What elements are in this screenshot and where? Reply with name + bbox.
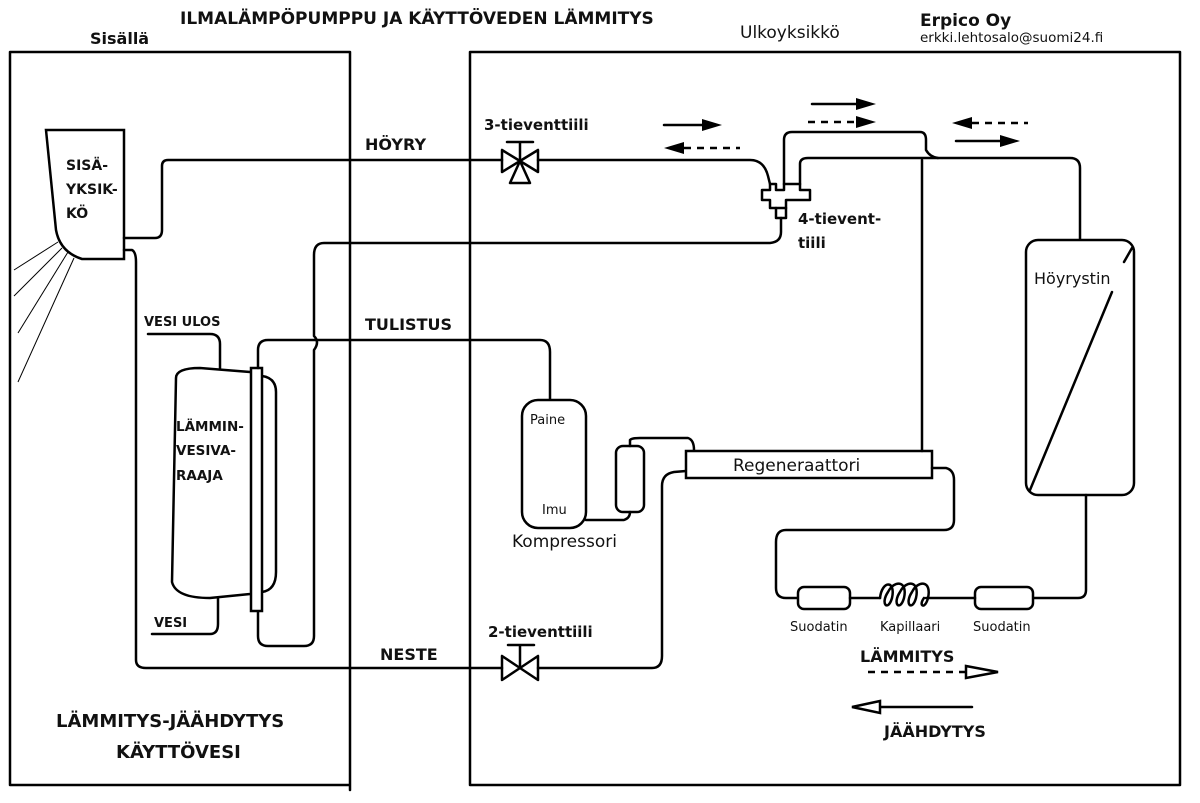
filter-left-label: Suodatin [790, 620, 848, 635]
four-way-to-evaporator-pipe [798, 156, 1082, 242]
outdoor-region-label: Ulkoyksikkö [740, 23, 840, 43]
water-heater-label-1: LÄMMIN- [176, 418, 244, 435]
indoor-region-label: Sisällä [90, 29, 149, 48]
legend-cooling-arrowhead [851, 699, 882, 715]
four-way-valve-label-2: tiili [798, 234, 826, 252]
legend-heating-label: LÄMMITYS [860, 647, 954, 666]
regenerator-to-accumulator-pipe [628, 436, 696, 452]
regenerator-to-filter-pipe [774, 466, 956, 600]
vapor-pipe-to-4way [536, 158, 772, 186]
four-way-valve-label-1: 4-tievent- [798, 210, 881, 228]
superheat-label: TULISTUS [365, 315, 452, 334]
regenerator [684, 449, 934, 480]
two-way-valve [500, 643, 540, 682]
evaporator-label: Höyrystin [1034, 269, 1111, 288]
bottom-label-1: LÄMMITYS-JÄÄHDYTYS [56, 710, 284, 732]
indoor-unit-label-3: KÖ [66, 204, 88, 222]
filter-right-label: Suodatin [973, 620, 1031, 635]
filter-right [973, 585, 1035, 611]
vapor-pipe [122, 158, 504, 240]
water-out-pipe [146, 332, 222, 370]
water-heater-label-3: RAAJA [176, 468, 223, 484]
indoor-unit-label-2: YKSIK- [65, 182, 118, 198]
evaporator-diagonal-tip [1122, 246, 1134, 264]
bottom-label-2: KÄYTTÖVESI [116, 741, 241, 763]
indoor-unit-label-1: SISÄ- [66, 157, 108, 174]
four-way-to-heater-coil-pipe [256, 216, 783, 648]
water-in-label: VESI [154, 616, 187, 631]
author-email: erkki.lehtosalo@suomi24.fi [920, 30, 1103, 46]
three-way-valve-label: 3-tieventtiili [484, 116, 589, 134]
filter-left [796, 585, 852, 611]
diagram-title: ILMALÄMPÖPUMPPU JA KÄYTTÖVEDEN LÄMMITYS [180, 7, 654, 29]
capillary-label: Kapillaari [880, 620, 940, 635]
legend-cooling-label: JÄÄHDYTYS [883, 722, 986, 741]
heater-coil [249, 366, 264, 613]
evaporator-to-filter-pipe [1032, 493, 1088, 600]
airflow-lines [13, 241, 75, 383]
two-way-valve-label: 2-tieventtiili [488, 623, 593, 641]
capillary-coil [878, 582, 930, 607]
water-out-label: VESI ULOS [144, 315, 220, 330]
four-way-upper-pipe [782, 130, 940, 186]
author-company: Erpico Oy [920, 11, 1011, 31]
compressor [520, 398, 588, 530]
water-heater-label-2: VESIVA- [176, 443, 236, 459]
accumulator-to-compressor-pipe [584, 510, 632, 522]
compressor-label: Kompressori [512, 532, 617, 552]
vapor-label: HÖYRY [365, 135, 426, 154]
accumulator [614, 444, 646, 514]
liquid-to-regenerator-pipe [536, 469, 688, 670]
flow-arrows-top [662, 98, 1028, 154]
evaporator-diagonal [1028, 290, 1114, 492]
water-in-pipe [150, 596, 220, 636]
liquid-label: NESTE [380, 645, 438, 664]
indoor-unit [44, 128, 126, 261]
indoor-liquid-pipe [122, 248, 504, 670]
regenerator-label: Regeneraattori [733, 456, 860, 476]
compressor-discharge-label: Paine [530, 413, 565, 428]
three-way-valve [500, 140, 540, 185]
outdoor-frame [468, 50, 1182, 787]
indoor-frame [8, 50, 352, 792]
compressor-suction-label: Imu [542, 503, 567, 518]
legend-heating-arrowhead [964, 664, 999, 680]
superheat-pipe [256, 338, 552, 402]
